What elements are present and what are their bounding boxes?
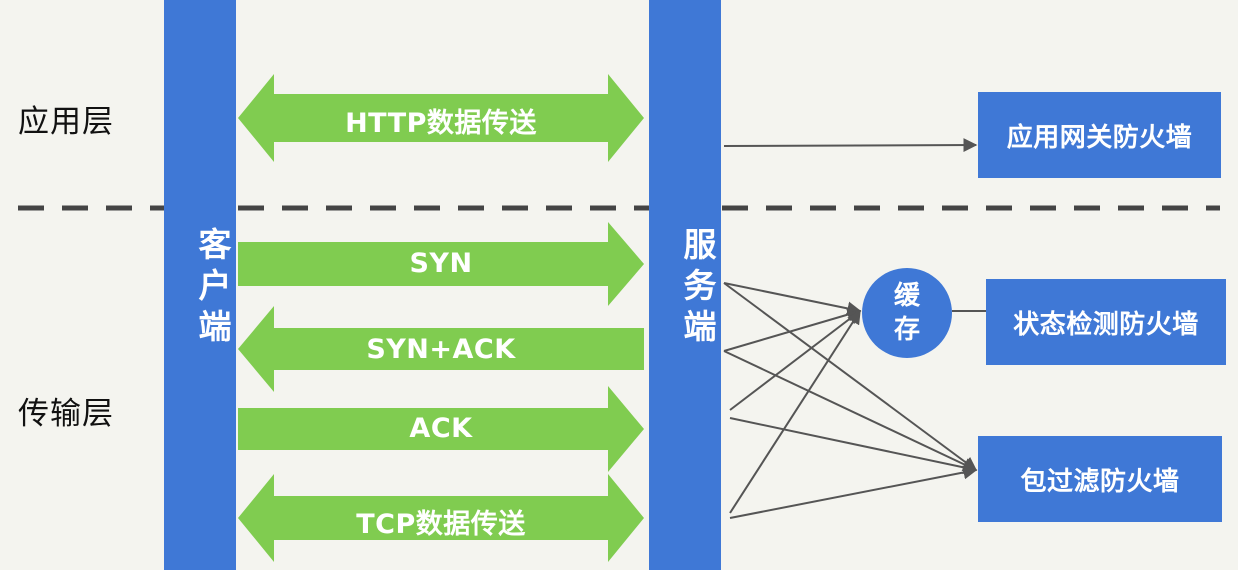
- syn-ack-arrow: SYN+ACK: [238, 306, 644, 392]
- client-pillar: 客户端: [164, 0, 236, 570]
- syn-arrow: SYN: [238, 222, 644, 306]
- ack-arrow: ACK: [238, 386, 644, 472]
- transport-layer-label: 传输层: [18, 396, 114, 432]
- line-to-packet-filter-2: [723, 350, 978, 471]
- app-gateway-firewall-label: 应用网关防火墙: [1006, 122, 1193, 153]
- line-to-cache-2: [723, 307, 862, 352]
- packet-filter-firewall-label: 包过滤防火墙: [1020, 466, 1180, 497]
- line-to-cache-3: [729, 310, 862, 411]
- client-label: 客户端: [193, 226, 232, 350]
- http-transfer-arrow: HTTP数据传送: [238, 74, 644, 162]
- app-gateway-firewall-box: 应用网关防火墙: [978, 92, 1221, 178]
- line-to-packet-filter-4: [729, 465, 978, 519]
- tcp-transfer-arrow: TCP数据传送: [238, 474, 644, 562]
- cache-label-line1: 缓: [893, 281, 920, 311]
- stateful-firewall-box: 状态检测防火墙: [986, 279, 1226, 365]
- cache-label-line2: 存: [893, 315, 920, 345]
- http-transfer-label: HTTP数据传送: [345, 108, 537, 139]
- server-pillar: 服务端: [649, 0, 721, 570]
- syn-ack-label: SYN+ACK: [366, 334, 516, 365]
- line-to-packet-filter-3: [729, 417, 978, 475]
- line-server-to-app-gateway: [723, 138, 978, 153]
- line-to-cache-1: [723, 282, 862, 316]
- ack-label: ACK: [409, 413, 473, 444]
- stateful-firewall-label: 状态检测防火墙: [1013, 309, 1199, 340]
- tcp-transfer-label: TCP数据传送: [356, 509, 526, 540]
- packet-filter-firewall-box: 包过滤防火墙: [978, 436, 1222, 522]
- cache-node: 缓 存: [862, 268, 952, 358]
- server-label: 服务端: [678, 226, 717, 350]
- syn-label: SYN: [409, 248, 473, 279]
- application-layer-label: 应用层: [18, 104, 114, 140]
- line-to-cache-4: [729, 309, 861, 514]
